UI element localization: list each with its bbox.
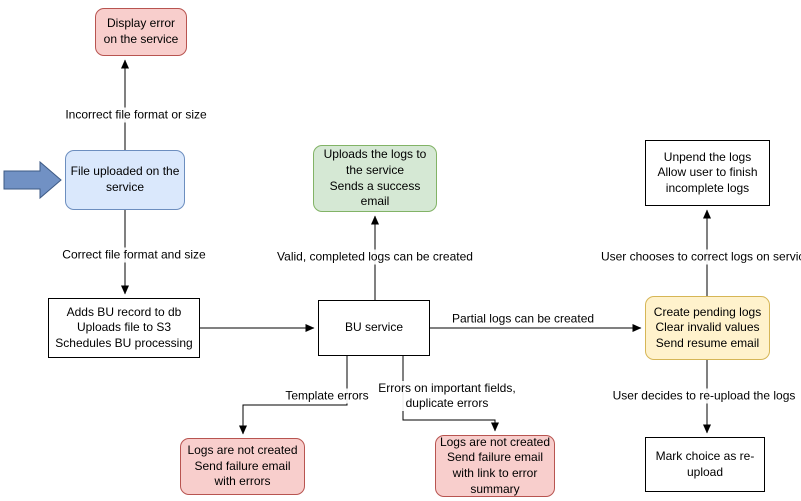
edge-label-correct-format: Correct file format and size: [60, 247, 208, 263]
node-bu-service: BU service: [318, 300, 430, 356]
node-logs-not-created-errors: Logs are not created Send failure email …: [180, 438, 305, 495]
edge-label-correct-on-service: User chooses to correct logs on service: [598, 249, 801, 265]
node-mark-reupload: Mark choice as re-upload: [645, 437, 765, 492]
edge-label-reupload: User decides to re-upload the logs: [610, 388, 798, 404]
node-logs-not-created-summary: Logs are not created Send failure email …: [435, 435, 555, 497]
node-create-pending-logs: Create pending logs Clear invalid values…: [645, 296, 770, 360]
node-display-error: Display error on the service: [95, 8, 187, 56]
node-adds-bu-record: Adds BU record to db Uploads file to S3 …: [48, 298, 200, 358]
edge-label-valid-logs: Valid, completed logs can be created: [275, 249, 475, 265]
edge-label-incorrect-format: Incorrect file format or size: [63, 107, 209, 123]
start-pointer-arrow-icon: [3, 160, 62, 200]
node-unpend-logs: Unpend the logs Allow user to finish inc…: [645, 140, 770, 206]
node-file-uploaded: File uploaded on the service: [65, 150, 185, 210]
edge-label-partial-logs: Partial logs can be created: [449, 311, 597, 327]
edge-label-template-errors: Template errors: [283, 388, 371, 404]
connector-template-errors: [239, 356, 348, 435]
edge-label-important-field-errors: Errors on important fields, duplicate er…: [376, 381, 518, 411]
node-uploads-logs: Uploads the logs to the service Sends a …: [313, 145, 437, 212]
